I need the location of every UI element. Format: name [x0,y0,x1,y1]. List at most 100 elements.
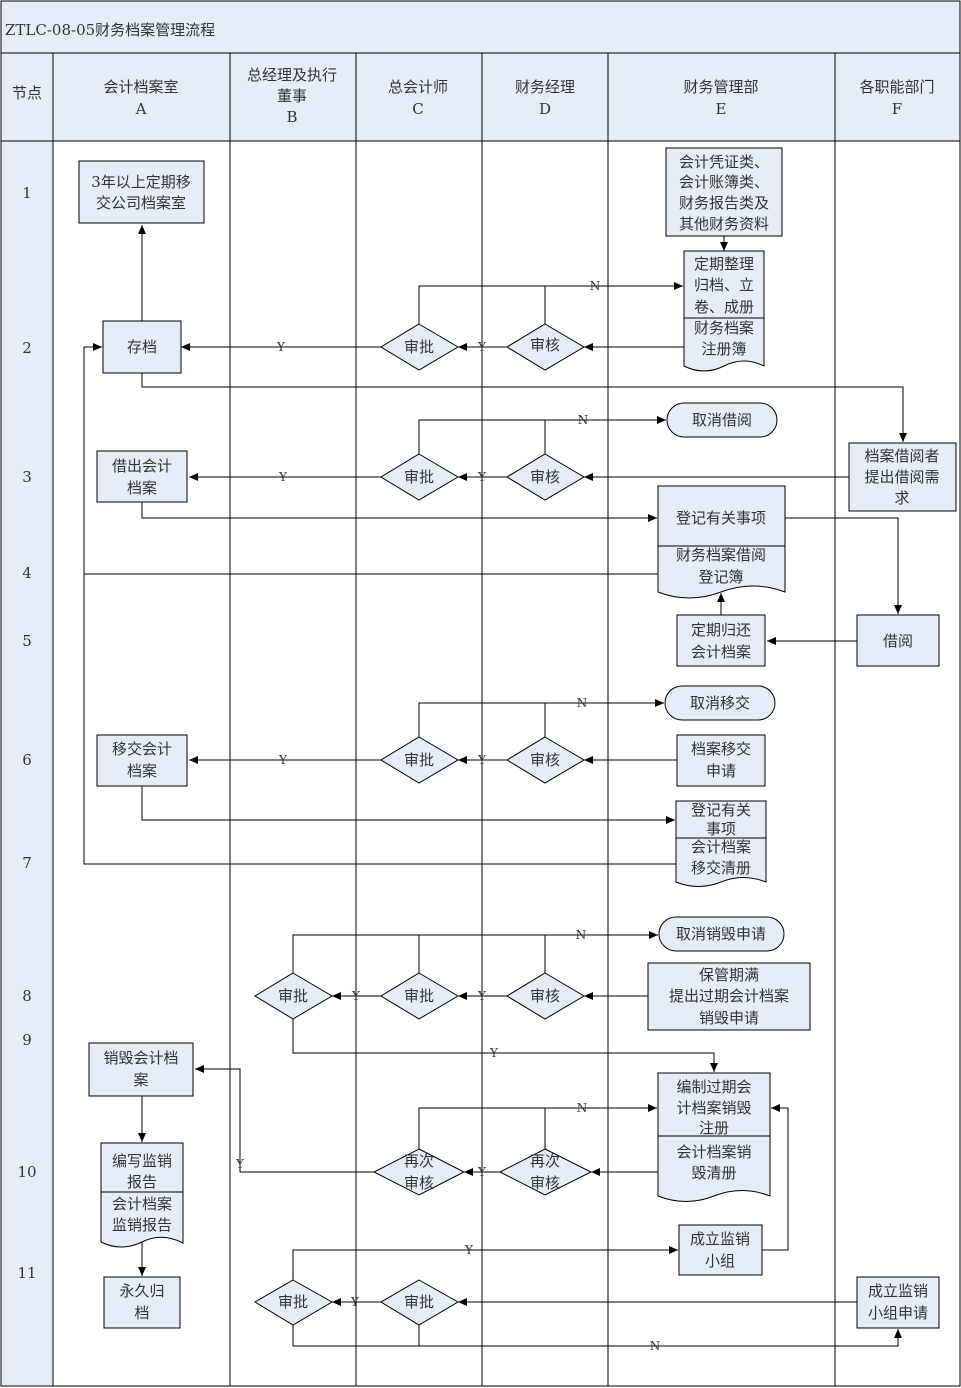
re-review-diamond [498,1148,593,1196]
node-label: 销毁申请 [699,1009,759,1027]
lane-c-name: 总会计师 [388,78,448,96]
shapes [78,147,957,1329]
node-label: 提出过期会计档案 [669,987,789,1005]
node-label: 销毁会计档 [103,1049,178,1067]
node-label: 取消借阅 [692,411,752,429]
transfer-request-box [676,734,766,787]
node-column-header: 节点 [12,84,42,102]
transfer-list-doc [675,800,767,887]
edge-label-yes: Y [278,753,288,767]
connectors [83,225,907,1347]
node-number: 9 [22,1031,32,1049]
node-label: 审批 [404,468,434,486]
node-label: 归档、立 [694,276,754,294]
node-number: 8 [22,987,32,1005]
lend-out-box [96,450,188,503]
edge-label-yes: Y [489,1046,499,1060]
lane-f-name: 各职能部门 [859,78,934,96]
node-number: 4 [22,564,32,582]
review-diamond [506,736,585,784]
approve-diamond [380,453,459,501]
cancel-destroy-terminator [658,916,785,952]
lane-e-name: 财务管理部 [683,78,758,96]
node-label: 档案 [127,479,157,497]
node-label: 档案 [127,762,157,780]
edge-label-yes: Y [351,989,361,1003]
node-label: 申请 [706,762,736,780]
edge-label-yes: Y [464,1243,474,1257]
node-label: 存档 [127,338,157,356]
node-label: 会计档案销 [676,1143,751,1161]
node-number: 5 [22,632,32,650]
node-label: 定期整理 [694,255,754,273]
lane-c-code: C [412,100,423,118]
edge-label-yes: Y [235,1157,245,1171]
node-label: 审核 [530,336,560,354]
lane-a-name: 会计档案室 [103,78,178,96]
expire-request-box [647,962,811,1031]
node-label: 审核 [530,468,560,486]
node-number: 7 [22,854,32,872]
lane-b-name-1: 总经理及执行 [247,66,337,84]
store-box [102,320,182,374]
lane-e-code: E [716,100,727,118]
node-label: 档案借阅者 [864,447,939,465]
node-label: 财务档案借阅 [676,546,766,564]
node-label: 编制过期会 [676,1078,751,1096]
edge-label-no: N [577,696,588,710]
re-approve-diamond [372,1148,466,1196]
borrower-request-box [848,442,957,512]
edge-label-yes: Y [477,989,487,1003]
cancel-borrow-terminator [666,402,778,438]
node-label: 注册 [699,1119,729,1137]
node-label: 审批 [404,987,434,1005]
node-label: 会计档案 [691,643,751,661]
edge-label-no: N [577,1101,588,1115]
node-label: 毁清册 [691,1164,736,1182]
node-label: 交公司档案室 [96,194,186,212]
node-label: 审批 [404,1293,434,1311]
edge-label-yes: Y [477,1165,487,1179]
edge-label-no: N [578,413,589,427]
edge-label-no: N [576,928,587,942]
approve-diamond [380,972,459,1020]
review-diamond [506,453,585,501]
borrow-record-doc [657,485,786,599]
node-label: 档案移交 [691,740,751,758]
lane-d-code: D [539,100,551,118]
destroy-register-doc [657,1072,771,1202]
node-number: 10 [17,1163,36,1181]
lane-b-code: B [286,108,297,126]
node-label: 成立监销 [690,1230,750,1248]
organize-doc [683,250,765,372]
node-label: 3年以上定期移 [91,173,191,191]
node-label: 审核 [530,751,560,769]
node-label: 审批 [404,338,434,356]
node-label: 事项 [706,820,736,838]
materials-box [665,147,783,237]
node-number: 1 [22,184,32,202]
node-label: 审批 [404,751,434,769]
node-label: 注册簿 [701,340,746,358]
node-label: 求 [894,489,909,507]
node-label: 成立监销 [868,1282,928,1300]
node-label: 档 [134,1304,149,1322]
node-label: 登记有关 [691,801,751,819]
edge-label-yes: Y [276,340,286,354]
node-label: 报告 [127,1173,157,1191]
lane-b-name-2: 董事 [277,87,307,105]
node-label: 移交清册 [691,859,751,877]
node-numbers: 1 2 3 4 5 6 7 8 9 10 11 [17,184,36,1282]
node-label: 会计档案 [112,1195,172,1213]
node-label: 审核 [404,1174,434,1192]
archive-transfer-box [78,160,205,224]
lane-d-name: 财务经理 [515,78,575,96]
node-label: 定期归还 [691,621,751,639]
node-label: 财务报告类及 [679,194,769,212]
node-label: 审批 [278,987,308,1005]
node-label: 监销报告 [112,1216,172,1234]
node-label: 提出借阅需 [864,468,939,486]
node-label: 会计档案 [691,838,751,856]
node-label: 取消移交 [690,694,750,712]
node-number: 11 [17,1264,36,1282]
